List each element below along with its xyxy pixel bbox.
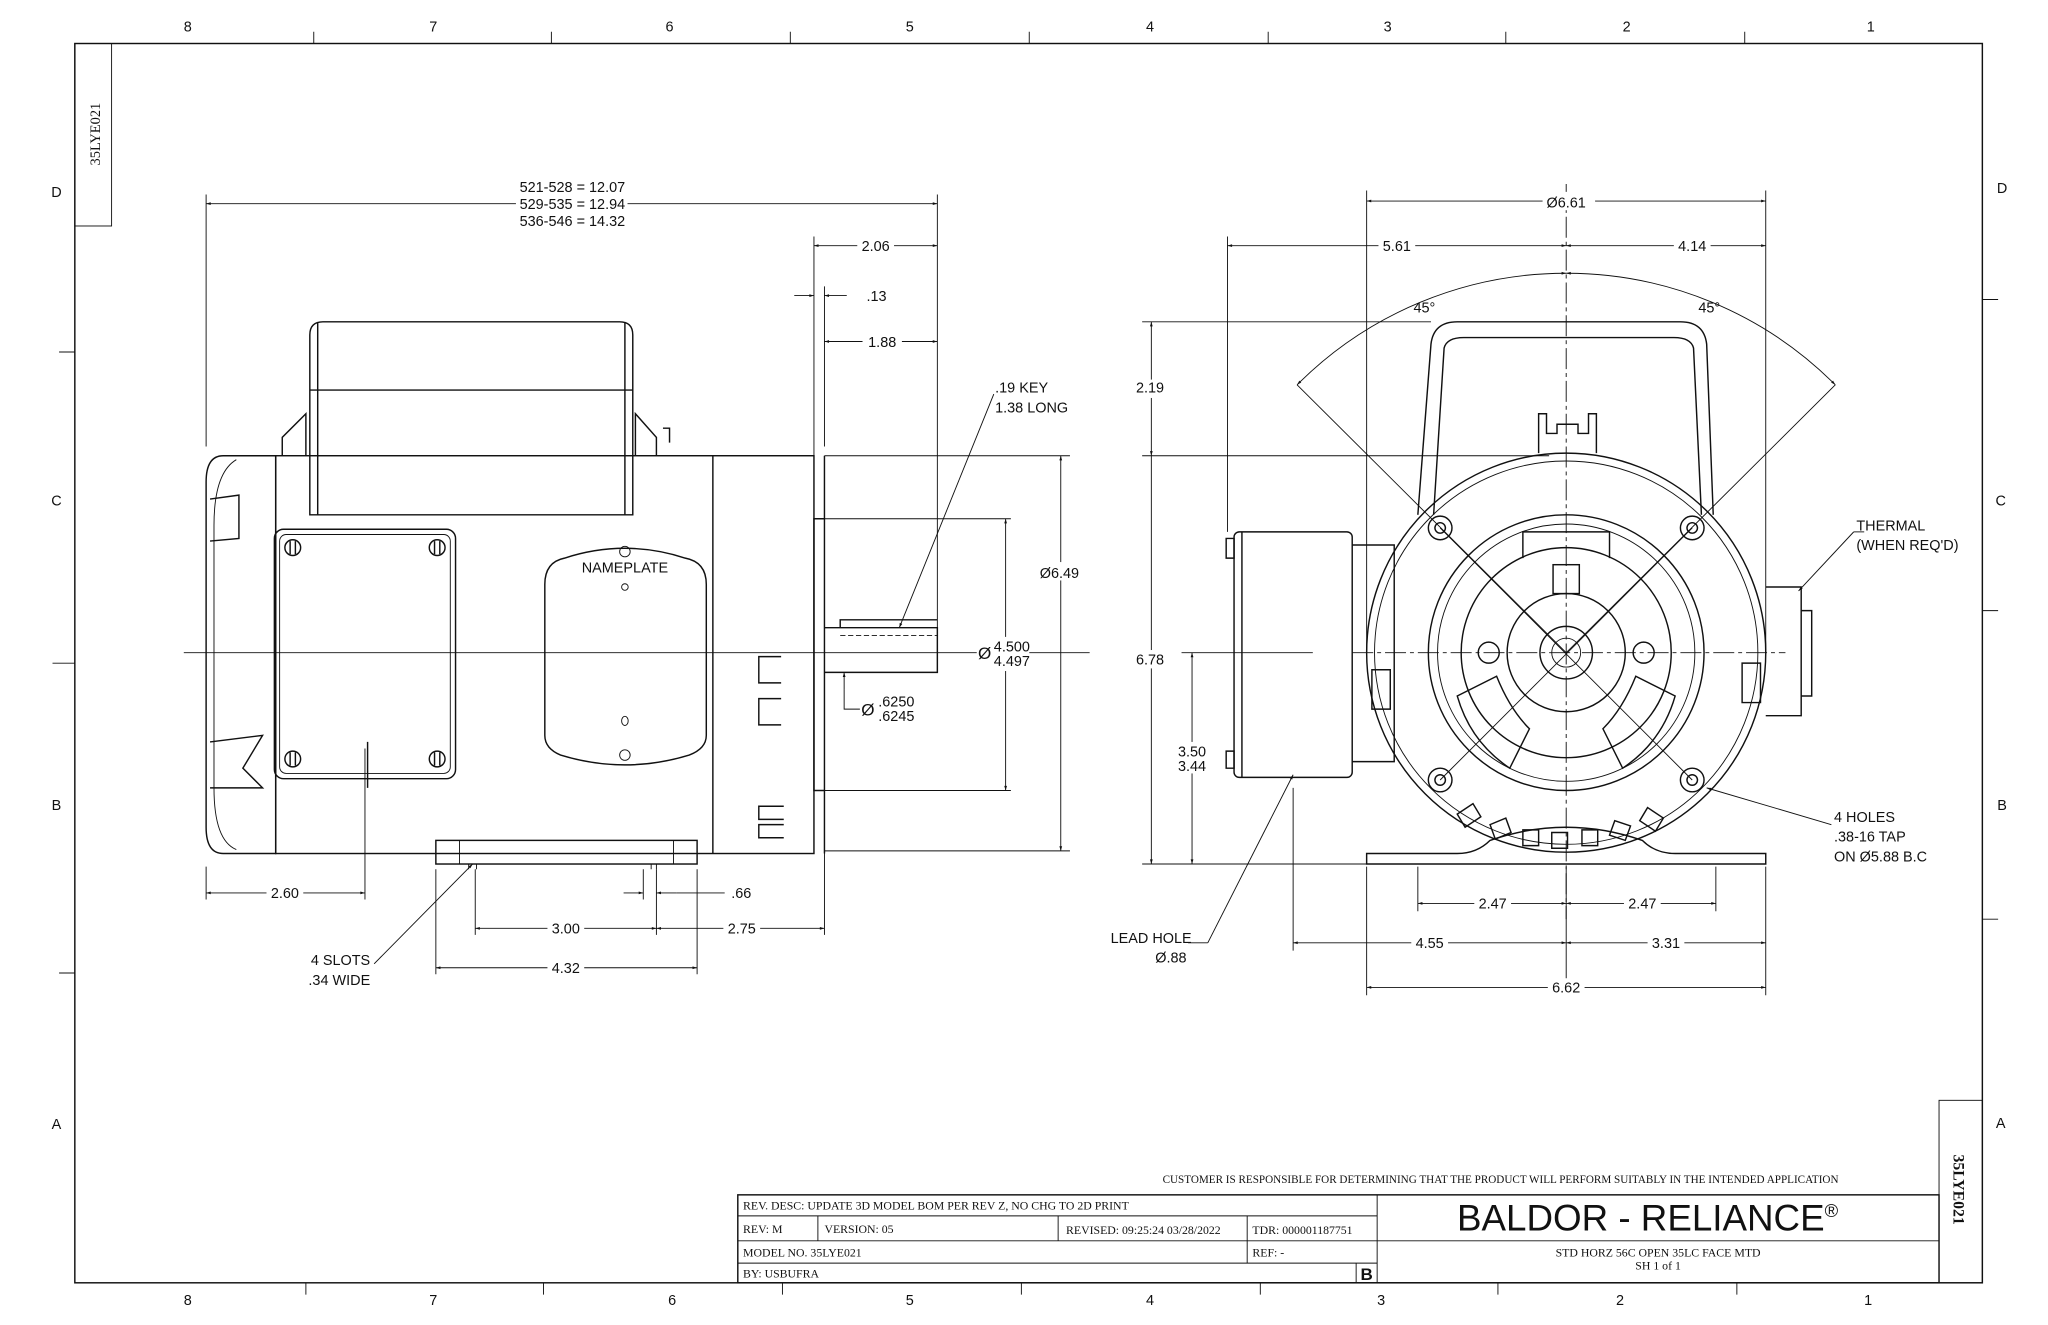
zone-label: D — [51, 185, 61, 201]
dim-text: 4.500 — [994, 639, 1030, 655]
version: VERSION: 05 — [824, 1222, 893, 1236]
zone-label: 7 — [429, 1293, 437, 1309]
dim-text: 3.00 — [552, 922, 580, 938]
dim-text: 4 HOLES — [1834, 810, 1895, 826]
dim-text: 3.44 — [1178, 759, 1206, 775]
dim-text: .38-16 TAP — [1834, 830, 1906, 846]
sheet-size: B — [1360, 1265, 1372, 1284]
sheet-number: SH 1 of 1 — [1635, 1259, 1681, 1273]
dim-text: 6.78 — [1136, 652, 1164, 668]
rev: REV: M — [743, 1222, 783, 1236]
dim-text: Ø.88 — [1155, 950, 1186, 966]
ref: REF: - — [1252, 1246, 1284, 1260]
zone-label: 2 — [1616, 1293, 1624, 1309]
side-view-dimension-text: 521-528 = 12.07 529-535 = 12.94 536-546 … — [266, 176, 1088, 989]
dim-text: .34 WIDE — [308, 973, 370, 989]
zone-label: 8 — [184, 20, 192, 36]
dim-text: .13 — [866, 289, 886, 305]
zone-label: 2 — [1623, 20, 1631, 36]
zone-label: 3 — [1377, 1293, 1385, 1309]
zone-label: C — [51, 494, 61, 510]
zone-labels-top: 8 7 6 5 4 3 2 1 — [184, 20, 1875, 36]
dim-text: 2.06 — [862, 239, 890, 255]
drawing-border: 8 7 6 5 4 3 2 1 8 7 6 5 4 3 2 1 D C B A … — [51, 20, 2007, 1309]
dim-text: 4.14 — [1678, 239, 1706, 255]
dim-text: 1.38 LONG — [995, 400, 1068, 416]
dim-text: .66 — [731, 886, 751, 902]
dim-text: .19 KEY — [995, 381, 1048, 397]
diameter-icon: Ø — [861, 701, 874, 720]
by: BY: USBUFRA — [743, 1267, 819, 1281]
dim-text: 2.47 — [1628, 897, 1656, 913]
zone-label: 4 — [1146, 20, 1154, 36]
dim-text: 3.50 — [1178, 744, 1206, 760]
zone-label: 3 — [1384, 20, 1392, 36]
dim-text: 521-528 = 12.07 — [520, 180, 626, 196]
zone-label: 5 — [906, 1293, 914, 1309]
zone-label: A — [52, 1117, 62, 1133]
zone-label: 1 — [1867, 20, 1875, 36]
dim-text: 4.497 — [994, 654, 1030, 670]
access-plate-screws — [284, 539, 446, 768]
drawing-number-tag: 35LYE021 — [88, 103, 104, 166]
revised: REVISED: 09:25:24 03/28/2022 — [1066, 1223, 1221, 1237]
dim-text: 6.62 — [1552, 981, 1580, 997]
dim-text: 3.31 — [1652, 936, 1680, 952]
zone-label: 1 — [1864, 1293, 1872, 1309]
dim-text: 5.61 — [1383, 239, 1411, 255]
zone-labels-side: D C B A D C B A — [51, 181, 2007, 1133]
dim-text: 529-535 = 12.94 — [520, 197, 626, 213]
zone-labels-bottom: 8 7 6 5 4 3 2 1 — [184, 1293, 1872, 1309]
front-view: Ø6.61 5.61 4.14 45° 45° 2.19 6.78 3.50 3… — [1111, 183, 1959, 997]
dim-text: 4.32 — [552, 961, 580, 977]
dim-text: 2.75 — [728, 922, 756, 938]
model-no: MODEL NO. 35LYE021 — [743, 1246, 862, 1260]
dim-text: 2.47 — [1479, 897, 1507, 913]
dim-text: 45° — [1698, 301, 1720, 317]
zone-label: B — [52, 798, 62, 814]
brand-logo: BALDOR - RELIANCE® — [1457, 1197, 1839, 1238]
dim-text: 4.55 — [1416, 936, 1444, 952]
dim-text: Ø6.61 — [1547, 196, 1586, 212]
zone-label: 6 — [668, 1293, 676, 1309]
nameplate-label: NAMEPLATE — [582, 561, 669, 577]
dim-text: 1.88 — [868, 335, 896, 351]
zone-label: B — [1997, 798, 2007, 814]
dim-text: .6250 — [878, 694, 914, 710]
zone-label: A — [1996, 1116, 2006, 1132]
tdr: TDR: 000001187751 — [1252, 1223, 1352, 1237]
front-view-dimension-text: Ø6.61 5.61 4.14 45° 45° 2.19 6.78 3.50 3… — [1111, 191, 1959, 997]
dim-text: 45° — [1413, 301, 1435, 317]
zone-label: 6 — [666, 20, 674, 36]
description: STD HORZ 56C OPEN 35LC FACE MTD — [1556, 1246, 1761, 1260]
zone-label: 7 — [429, 20, 437, 36]
vent-slots-front — [1371, 662, 1762, 849]
zone-label: 5 — [906, 20, 914, 36]
dim-text: 2.19 — [1136, 381, 1164, 397]
drawing-number-tag: 35LYE021 — [1949, 1154, 1966, 1224]
dim-text: ON Ø5.88 B.C — [1834, 849, 1927, 865]
dim-text: (WHEN REQ'D) — [1856, 538, 1958, 554]
dim-text: 4 SLOTS — [311, 953, 370, 969]
disclaimer: CUSTOMER IS RESPONSIBLE FOR DETERMINING … — [1163, 1174, 1839, 1186]
title-block: CUSTOMER IS RESPONSIBLE FOR DETERMINING … — [737, 1174, 1940, 1284]
rev-desc: REV. DESC: UPDATE 3D MODEL BOM PER REV Z… — [743, 1198, 1130, 1212]
dim-text: Ø6.49 — [1040, 566, 1079, 582]
dim-text: 536-546 = 14.32 — [520, 214, 626, 230]
zone-label: D — [1997, 181, 2007, 197]
diameter-icon: Ø — [978, 644, 991, 663]
zone-label: C — [1996, 494, 2006, 510]
side-view: NAMEPLATE 521-528 = 12.07 529-535 = 12.9… — [205, 176, 1088, 989]
dim-text: .6245 — [878, 709, 914, 725]
dim-text: THERMAL — [1856, 519, 1925, 535]
dim-text: LEAD HOLE — [1111, 931, 1192, 947]
bolt-holes — [1427, 515, 1705, 793]
zone-label: 4 — [1146, 1293, 1154, 1309]
dim-text: 2.60 — [271, 886, 299, 902]
zone-label: 8 — [184, 1293, 192, 1309]
vent-slots — [758, 655, 784, 839]
